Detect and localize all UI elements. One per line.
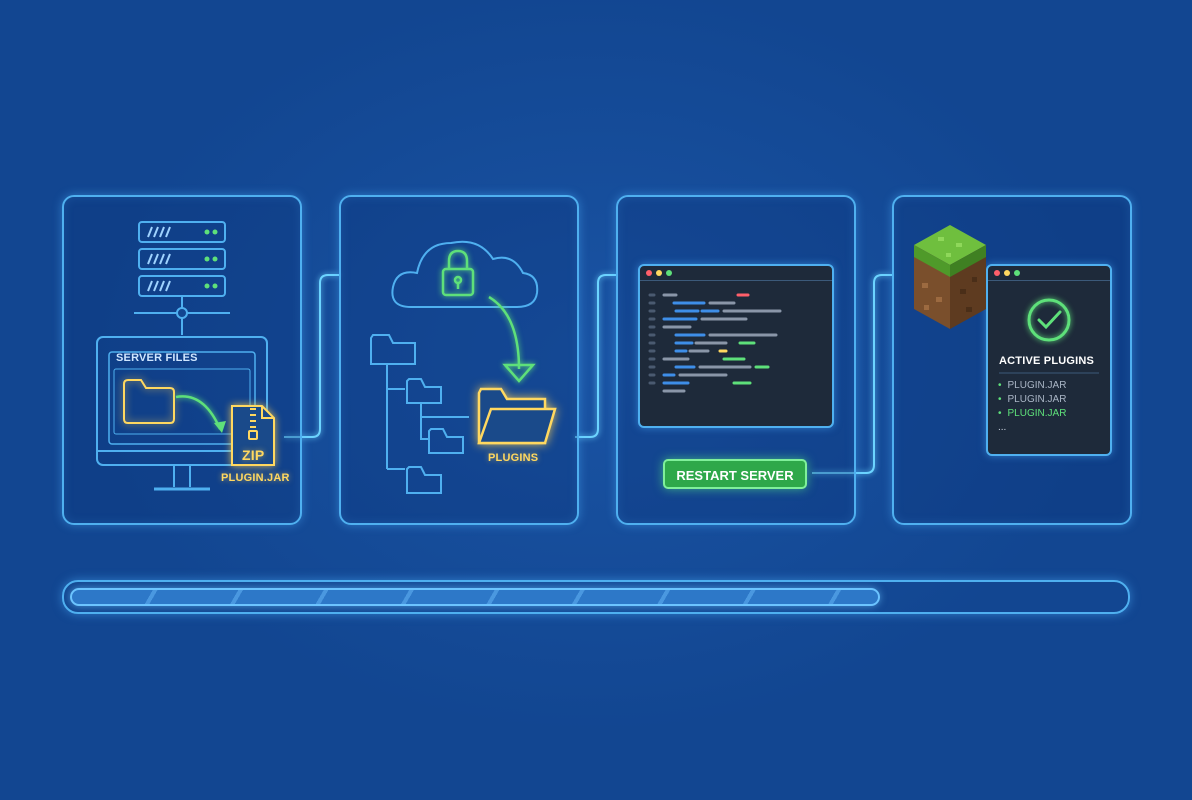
plugins-window-minimize-dot[interactable] bbox=[1004, 270, 1010, 276]
step-upload-panel: PLUGINS bbox=[339, 195, 579, 525]
grass-block-icon bbox=[914, 225, 986, 329]
step-server-files-panel: SERVER FILES ZIP PLUGIN.JAR bbox=[62, 195, 302, 525]
plugins-window-close-dot[interactable] bbox=[994, 270, 1000, 276]
connector-2-3 bbox=[575, 274, 616, 438]
folder-tree-icon bbox=[370, 334, 469, 494]
plugins-window-title-bar bbox=[988, 266, 1110, 281]
step-restart-panel: RESTART SERVER bbox=[616, 195, 856, 525]
terminal-icon bbox=[648, 293, 782, 393]
plugins-window-maximize-dot[interactable] bbox=[1014, 270, 1020, 276]
server-files-label: SERVER FILES bbox=[116, 352, 198, 364]
plugins-folder-icon bbox=[477, 387, 557, 445]
plugins-folder-label: PLUGINS bbox=[488, 452, 539, 464]
terminal-window bbox=[638, 264, 834, 428]
zip-file-icon bbox=[231, 405, 275, 466]
plugin-list-item-active: •PLUGIN.JAR bbox=[998, 408, 1067, 419]
cloud-lock-icon bbox=[391, 240, 539, 383]
monitor-icon bbox=[96, 336, 268, 491]
plugin-jar-label: PLUGIN.JAR bbox=[221, 472, 290, 484]
restart-server-button[interactable]: RESTART SERVER bbox=[663, 459, 807, 489]
terminal-title-bar bbox=[640, 266, 832, 281]
plugin-list-item: •PLUGIN.JAR bbox=[998, 394, 1067, 405]
check-circle-icon bbox=[999, 298, 1099, 374]
plugin-list-item: •PLUGIN.JAR bbox=[998, 380, 1067, 391]
active-plugins-title: ACTIVE PLUGINS bbox=[999, 355, 1095, 367]
window-minimize-dot[interactable] bbox=[656, 270, 662, 276]
connector-3-4 bbox=[812, 274, 892, 474]
window-close-dot[interactable] bbox=[646, 270, 652, 276]
zip-label: ZIP bbox=[242, 447, 265, 463]
window-maximize-dot[interactable] bbox=[666, 270, 672, 276]
connector-1-2 bbox=[284, 274, 339, 438]
progress-bar-fill bbox=[70, 588, 880, 606]
progress-bar bbox=[62, 580, 1130, 614]
folder-icon bbox=[123, 379, 226, 433]
active-plugins-window: ACTIVE PLUGINS •PLUGIN.JAR •PLUGIN.JAR •… bbox=[986, 264, 1112, 456]
server-rack-icon bbox=[134, 221, 230, 335]
plugin-list-more: ... bbox=[998, 422, 1007, 433]
step-verify-panel: ACTIVE PLUGINS •PLUGIN.JAR •PLUGIN.JAR •… bbox=[892, 195, 1132, 525]
